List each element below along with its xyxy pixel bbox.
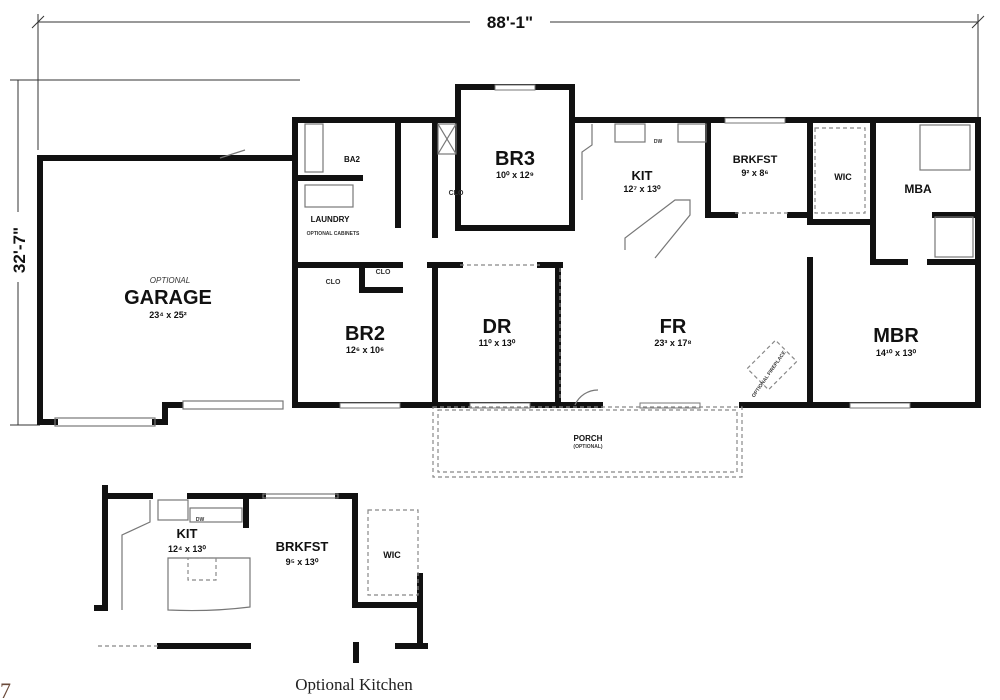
depth-label: 32'-7" [10, 227, 29, 273]
rooms-fr-size: 23³ x 17⁸ [654, 338, 691, 348]
optional-kitchen-brkfst-size: 9⁵ x 13⁰ [286, 557, 319, 567]
dr-label: DR [483, 316, 512, 338]
rooms-porch-label: PORCH [574, 434, 603, 443]
rooms-laundry-note: OPTIONAL CABINETS [307, 231, 360, 237]
rooms-brkfst-size: 9² x 8⁶ [741, 168, 768, 178]
rooms-garage-label: GARAGE [124, 287, 212, 309]
rooms-kit-size: 12⁷ x 13⁰ [623, 184, 661, 194]
rooms-dr-size: 11⁰ x 13⁰ [479, 338, 516, 348]
opt-wic-label: WIC [383, 550, 401, 560]
rooms-porch-note: (OPTIONAL) [573, 444, 602, 450]
opt-kit-label: KIT [177, 526, 198, 541]
rooms-mbr-size: 14¹⁰ x 13⁰ [876, 348, 917, 358]
rooms-garage-note: OPTIONAL [150, 276, 190, 285]
mba-label: MBA [904, 182, 932, 196]
rooms-br3-size: 10⁰ x 12⁹ [496, 170, 534, 180]
optional-kitchen-caption: Optional Kitchen [295, 675, 413, 694]
wic-label: WIC [834, 172, 852, 182]
br3-label: BR3 [495, 148, 535, 170]
width-dimension: 88'-1" [31, 10, 985, 150]
garage: OPTIONAL GARAGE 23⁴ x 25² [37, 149, 298, 427]
opt-brkfst-label: BRKFST [276, 539, 329, 554]
width-label: 88'-1" [487, 13, 533, 32]
depth-dimension: 32'-7" [8, 79, 300, 426]
optional-kitchen-plan: KIT 12⁴ x 13⁰ DW BRKFST 9⁵ x 13⁰ WIC Opt… [94, 485, 428, 694]
kit-label: KIT [632, 168, 653, 183]
br2-label: BR2 [345, 323, 385, 345]
brkfst-label: BRKFST [733, 154, 778, 166]
house-walls [292, 84, 981, 409]
rooms-br2-clo-label: CLO [326, 279, 341, 286]
optional-kitchen-kit-size: 12⁴ x 13⁰ [168, 544, 206, 554]
laundry-label: LAUNDRY [311, 215, 350, 224]
rooms-fr-fireplace: OPTIONAL FIREPLACE [751, 349, 788, 398]
ba2-label: BA2 [344, 155, 361, 164]
fr-label: FR [660, 316, 687, 338]
page-marker: 7 [0, 678, 11, 700]
rooms-kit-dw: DW [654, 139, 663, 145]
mbr-label: MBR [873, 325, 919, 347]
porch: PORCH (OPTIONAL) [432, 406, 743, 478]
rooms-br2-size: 12⁶ x 10⁶ [346, 345, 384, 355]
rooms-garage-size: 23⁴ x 25² [149, 310, 186, 320]
optional-kitchen-kit-dw: DW [196, 517, 205, 523]
rooms-hall-clo-label: CLO [376, 269, 391, 276]
rooms-br3-clo-label: CLO [449, 190, 464, 197]
